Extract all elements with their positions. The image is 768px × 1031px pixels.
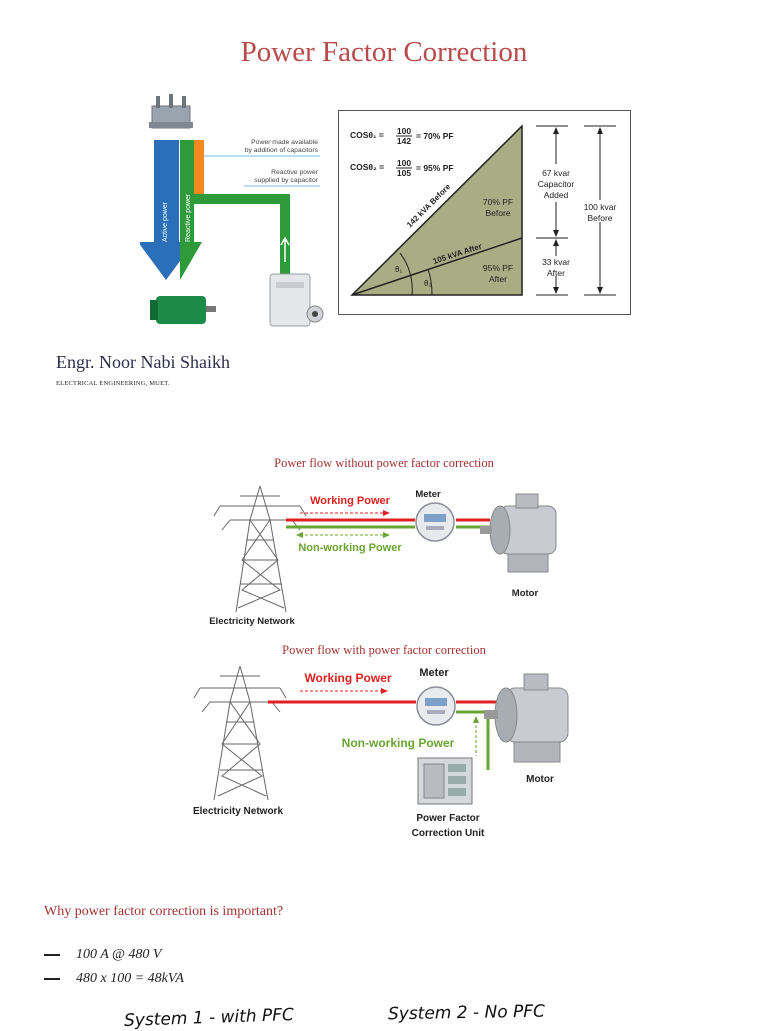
author-name: Engr. Noor Nabi Shaikh [56,352,230,372]
label-reactive-1: Reactive power [271,169,319,176]
cap-added-1: 67 kvar [542,168,570,178]
eq2-den: 105 [397,168,411,178]
eq2-result: = 95% PF [416,163,454,173]
pf-before-1: 70% PF [483,197,513,207]
flow2-meter-label: Meter [419,667,449,679]
dash-bullet-icon [44,977,60,981]
meter-icon [416,686,456,726]
tower-icon [213,485,307,613]
svg-text:Power made available: Power made available [251,139,318,146]
capacitor-power-bar [194,140,204,194]
flow1-working-label: Working Power [310,495,391,507]
flow1-nonworking-label: Non-working Power [298,542,402,554]
flow2-diagram: Working Power Non-working Power Meter Mo… [193,665,569,839]
kvar-after-1: 33 kvar [542,257,570,267]
capacitor-unit-icon [269,273,324,327]
flow1-caption: Power flow without power factor correcti… [274,456,494,470]
dash-bullet-icon [44,953,60,957]
motor-icon [150,296,216,324]
handwriting-system2: System 2 - No PFC [387,1001,546,1025]
author-affiliation: ELECTRICAL ENGINEERING, MUET. [56,380,170,387]
flow2-caption: Power flow with power factor correction [282,643,486,657]
flow1-network-label: Electricity Network [209,616,295,627]
pf-after-1: 95% PF [483,263,513,273]
motor-icon [480,493,557,573]
svg-text:supplied by capacitor: supplied by capacitor [254,177,319,184]
page-title: Power Factor Correction [240,36,528,68]
question-heading: Why power factor correction is important… [44,904,284,919]
power-triangle-figure: COSθ₁ = 100 142 = 70% PF COSθ₂ = 100 105… [338,110,631,315]
pfc-unit-icon [417,757,473,805]
flow2-nonworking-label: Non-working Power [342,736,455,750]
handwriting-system1: System 1 - with PFC [123,1005,295,1031]
bullet-2: 480 x 100 = 48kVA [44,971,184,987]
label-capacitors-2: by addition of capacitors [245,147,319,154]
pfc-label-2: Correction Unit [412,828,485,839]
pfc-label-1: Power Factor [416,813,479,824]
eq1-den: 142 [397,136,411,146]
capacitor-feed-pipe [194,194,290,274]
bullet-1: 100 A @ 480 V [44,947,161,963]
pf-before-2: Before [485,208,510,218]
cap-added-2: Capacitor [538,179,575,189]
kvar-before-1: 100 kvar [584,202,617,212]
theta2-label: θ₂ [424,279,432,288]
reactive-power-arrow [180,140,202,280]
power-arrow-figure: Power made available by addition of capa… [140,94,324,327]
eq1-result: = 70% PF [416,131,454,141]
pf-after-2: After [489,274,507,284]
cap-added-3: Added [544,190,569,200]
svg-text:by addition of capacitors: by addition of capacitors [245,147,319,154]
flow1-motor-label: Motor [512,588,539,599]
bullet-1-text: 100 A @ 480 V [76,947,162,962]
label-reactive-arrow: Reactive power [185,193,192,242]
flow2-working-label: Working Power [304,671,391,685]
flow2-motor-label: Motor [526,774,554,785]
flow1-diagram: Working Power Non-working Power Meter Mo… [209,485,557,627]
flow2-network-label: Electricity Network [193,806,283,817]
after-hypotenuse [351,237,523,296]
label-active-power: Active power [162,201,169,242]
label-reactive-2: supplied by capacitor [254,177,319,184]
motor-icon [484,673,569,763]
kvar-before-2: Before [587,213,612,223]
svg-text:Reactive power: Reactive power [271,169,319,176]
theta1-label: θ₁ [395,265,402,274]
bullet-2-text: 480 x 100 = 48kVA [76,971,184,986]
flow1-meter-label: Meter [415,489,441,500]
transformer-icon [149,94,193,129]
kvar-after-2: After [547,268,565,278]
eq2-lhs: COSθ₂ = [350,162,384,172]
meter-icon [415,502,455,542]
label-capacitors-1: Power made available [251,139,318,146]
eq2-num: 100 [397,158,411,168]
eq1-lhs: COSθ₁ = [350,130,384,140]
tower-icon [193,665,287,801]
eq1-num: 100 [397,126,411,136]
